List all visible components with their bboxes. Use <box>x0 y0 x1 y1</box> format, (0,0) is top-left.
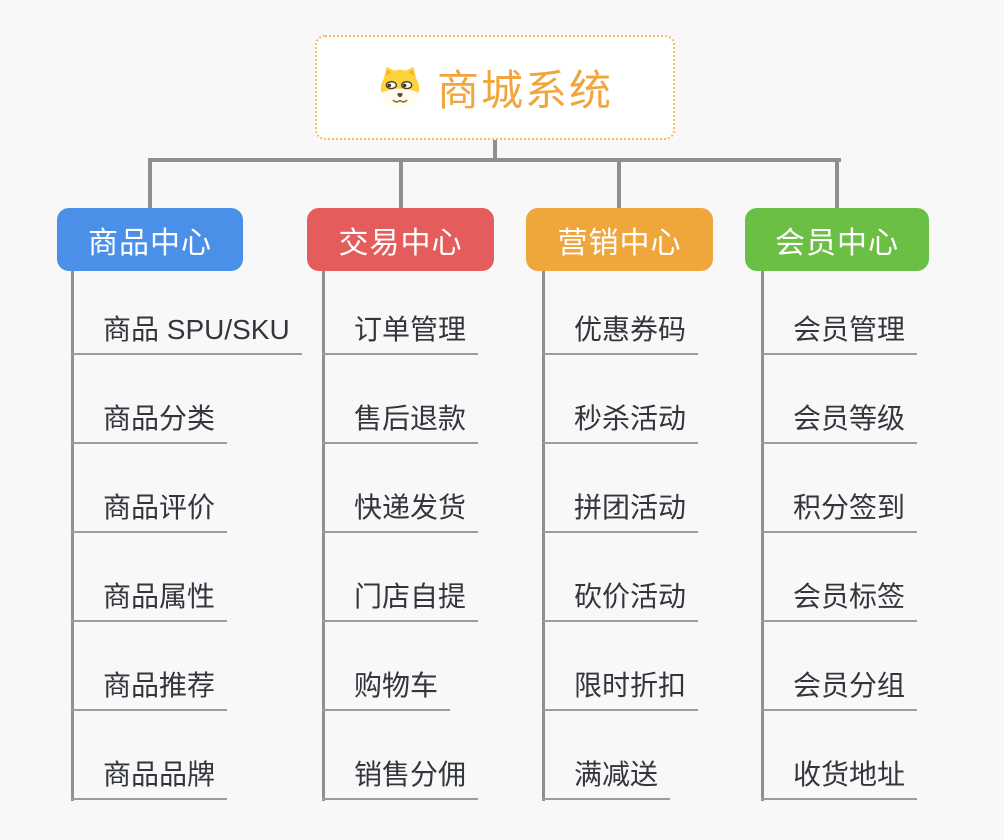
connector-horizontal <box>148 158 841 162</box>
leaf-node[interactable]: 购物车 <box>322 670 451 711</box>
leaf-node[interactable]: 拼团活动 <box>542 492 699 533</box>
branch-node-product-center[interactable]: 商品中心 <box>57 208 243 271</box>
branch-label: 商品中心 <box>88 226 212 260</box>
leaf-node[interactable]: 商品品牌 <box>71 759 228 800</box>
leaf-node[interactable]: 门店自提 <box>322 581 479 622</box>
connector-drop-trade <box>399 158 403 209</box>
connector-trunk-member <box>761 271 764 801</box>
connector-drop-marketing <box>617 158 621 209</box>
leaf-node[interactable]: 商品评价 <box>71 492 228 533</box>
connector-root-trunk <box>493 139 497 160</box>
branch-label: 会员中心 <box>775 226 899 260</box>
root-title: 商城系统 <box>436 67 613 114</box>
leaf-node[interactable]: 商品 SPU/SKU <box>71 314 302 355</box>
leaf-node[interactable]: 订单管理 <box>322 314 479 355</box>
leaf-node[interactable]: 售后退款 <box>322 403 479 444</box>
branch-node-marketing-center[interactable]: 营销中心 <box>526 208 713 271</box>
leaf-node[interactable]: 会员分组 <box>761 670 918 711</box>
leaf-node[interactable]: 秒杀活动 <box>542 403 699 444</box>
branch-node-trade-center[interactable]: 交易中心 <box>307 208 494 271</box>
leaf-node[interactable]: 会员标签 <box>761 581 918 622</box>
connector-drop-product <box>148 158 152 209</box>
leaf-node[interactable]: 商品推荐 <box>71 670 228 711</box>
leaf-node[interactable]: 限时折扣 <box>542 670 699 711</box>
branch-node-member-center[interactable]: 会员中心 <box>745 208 929 271</box>
leaf-node[interactable]: 商品属性 <box>71 581 228 622</box>
branch-label: 交易中心 <box>338 226 463 260</box>
connector-drop-member <box>835 158 839 209</box>
connector-trunk-product <box>71 271 74 801</box>
dog-face-icon <box>380 66 420 108</box>
leaf-node[interactable]: 满减送 <box>542 759 671 800</box>
leaf-node[interactable]: 会员等级 <box>761 403 918 444</box>
leaf-node[interactable]: 会员管理 <box>761 314 918 355</box>
leaf-node[interactable]: 优惠券码 <box>542 314 699 355</box>
leaf-node[interactable]: 积分签到 <box>761 492 918 533</box>
leaf-node[interactable]: 商品分类 <box>71 403 228 444</box>
leaf-node[interactable]: 砍价活动 <box>542 581 699 622</box>
root-node-mall-system[interactable]: 商城系统 <box>315 35 675 140</box>
leaf-node[interactable]: 快递发货 <box>322 492 479 533</box>
branch-label: 营销中心 <box>557 226 682 260</box>
connector-trunk-marketing <box>542 271 545 801</box>
leaf-node[interactable]: 收货地址 <box>761 759 918 800</box>
connector-trunk-trade <box>322 271 325 801</box>
leaf-node[interactable]: 销售分佣 <box>322 759 479 800</box>
